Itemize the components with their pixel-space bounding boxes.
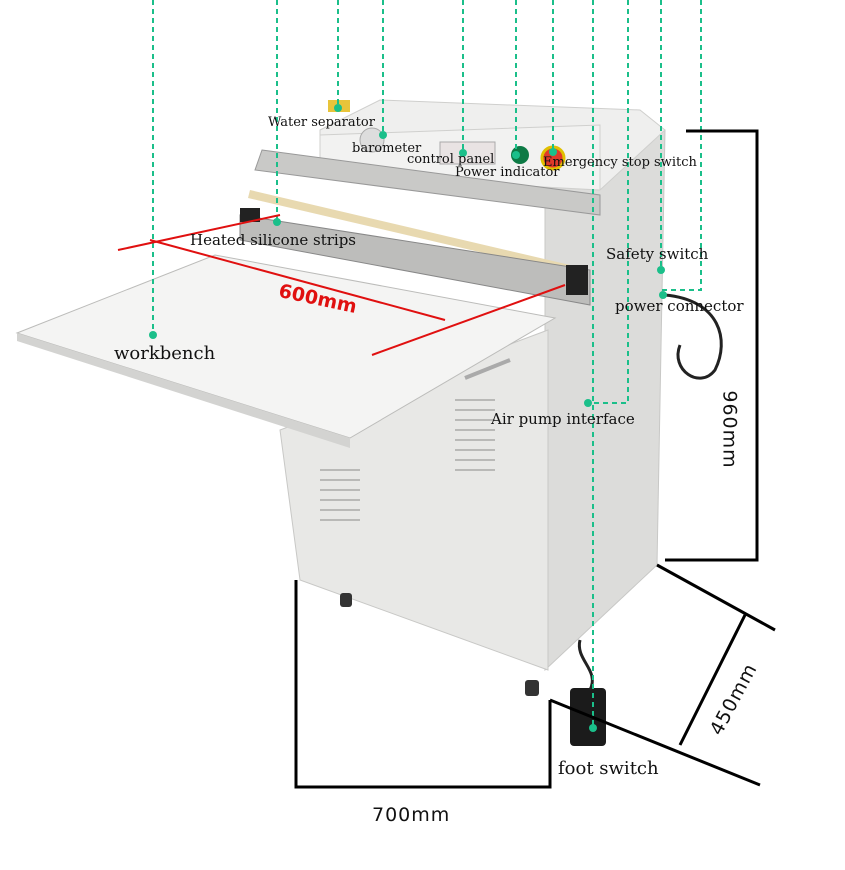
label-power-connector: power connector (615, 297, 744, 315)
label-control-panel: control panel (407, 152, 495, 167)
foot-switch-pedal (570, 688, 606, 746)
cabinet-side (544, 129, 666, 672)
dimension-height: 960mm (718, 390, 741, 469)
label-air-pump: Air pump interface (491, 410, 635, 428)
barometer-gauge (359, 127, 385, 153)
label-heated-strips: Heated silicone strips (190, 231, 356, 249)
workbench-edge (17, 333, 350, 448)
upper-seal-bar (254, 149, 601, 216)
label-workbench: workbench (114, 343, 216, 364)
label-water-separator: Water separator (268, 115, 375, 130)
dimension-width: 700mm (372, 804, 451, 826)
foot-switch-cable (577, 639, 594, 691)
vents (320, 399, 495, 521)
display (439, 141, 496, 165)
power-cable (664, 293, 723, 380)
wheels (340, 593, 539, 696)
label-foot-switch: foot switch (558, 758, 659, 779)
lower-seal-bar (239, 214, 591, 306)
seal-width-lines (117, 214, 566, 356)
heated-strip (248, 190, 570, 272)
bar-clamp-left (240, 208, 260, 222)
label-emergency-stop: Emergency stop switch (543, 155, 697, 170)
label-barometer: barometer (352, 141, 422, 156)
label-safety-switch: Safety switch (606, 245, 709, 263)
bar-clamp-right (566, 265, 588, 295)
leader-lines (152, 0, 702, 728)
workbench-support (464, 358, 511, 380)
dimension-lines (294, 129, 776, 789)
label-power-indicator: Power indicator (455, 165, 560, 180)
leader-dots (149, 104, 667, 732)
